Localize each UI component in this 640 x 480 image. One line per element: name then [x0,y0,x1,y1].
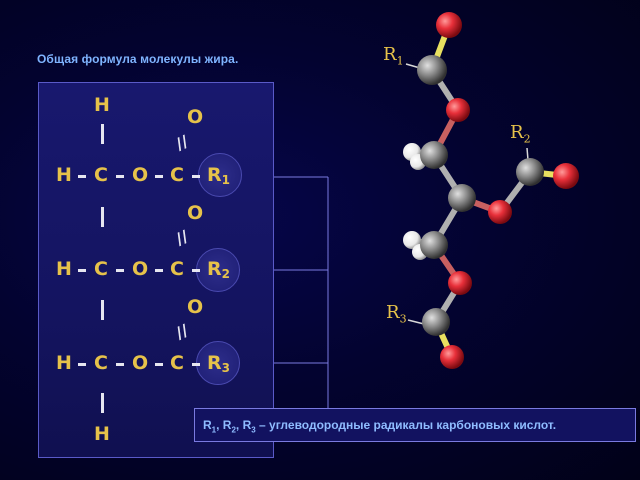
note-text: R1, R2, R3 – углеводородные радикалы кар… [203,418,557,435]
row1-h: H [56,164,72,186]
row3-r: R3 [207,352,230,375]
row1-o: O [132,164,149,186]
bond-2-3 [101,300,104,320]
row3-bond-co [116,363,124,366]
row3-bond-hc [78,363,86,366]
row1-bond-co [116,175,124,178]
slide-title: Общая формула молекулы жира. [37,52,239,66]
oxygen-atom [446,98,470,122]
bond-top [101,124,104,144]
oxygen-atom [488,200,512,224]
row1-carbonyl-o: O [187,106,204,128]
model-label-r1: R1 [383,44,404,68]
row2-c2: C [170,258,184,280]
oxygen-atom [553,163,579,189]
r2-highlight [196,248,240,292]
row2-o: O [132,258,149,280]
r1-highlight [198,153,242,197]
oxygen-atom [436,12,462,38]
note-box: R1, R2, R3 – углеводородные радикалы кар… [194,408,636,442]
carbon-atom [422,308,450,336]
carbon-atom [516,158,544,186]
row2-bond-co [116,269,124,272]
r3-stub [407,319,425,325]
row3-carbonyl-o: O [187,296,204,318]
model-label-r3: R3 [386,302,407,326]
row2-h: H [56,258,72,280]
model-label-r2: R2 [510,122,531,146]
row2-bond-oc [155,269,163,272]
bond-1-2 [101,207,104,227]
row2-carbonyl-o: O [187,202,204,224]
row3-bond-oc [155,363,163,366]
row2-r: R2 [207,258,230,281]
row2-bond-hc [78,269,86,272]
carbon-atom [448,184,476,212]
row3-o: O [132,352,149,374]
row3-bond-cr [192,363,200,366]
formula-bottom-h: H [94,423,110,445]
row3-c: C [94,352,108,374]
row1-bond-cr [192,175,200,178]
carbon-atom [420,141,448,169]
bond-bottom [101,393,104,413]
row1-bond-oc [155,175,163,178]
row3-c2: C [170,352,184,374]
oxygen-atom [448,271,472,295]
row1-r: R1 [207,164,230,187]
row1-c2: C [170,164,184,186]
row1-bond-hc [78,175,86,178]
formula-top-h: H [94,94,110,116]
carbon-atom [417,55,447,85]
row2-c: C [94,258,108,280]
row3-h: H [56,352,72,374]
r2-stub [526,147,529,161]
carbon-atom [420,231,448,259]
row1-c: C [94,164,108,186]
row2-bond-cr [192,269,200,272]
hydrogen-atom [403,231,421,249]
oxygen-atom [440,345,464,369]
